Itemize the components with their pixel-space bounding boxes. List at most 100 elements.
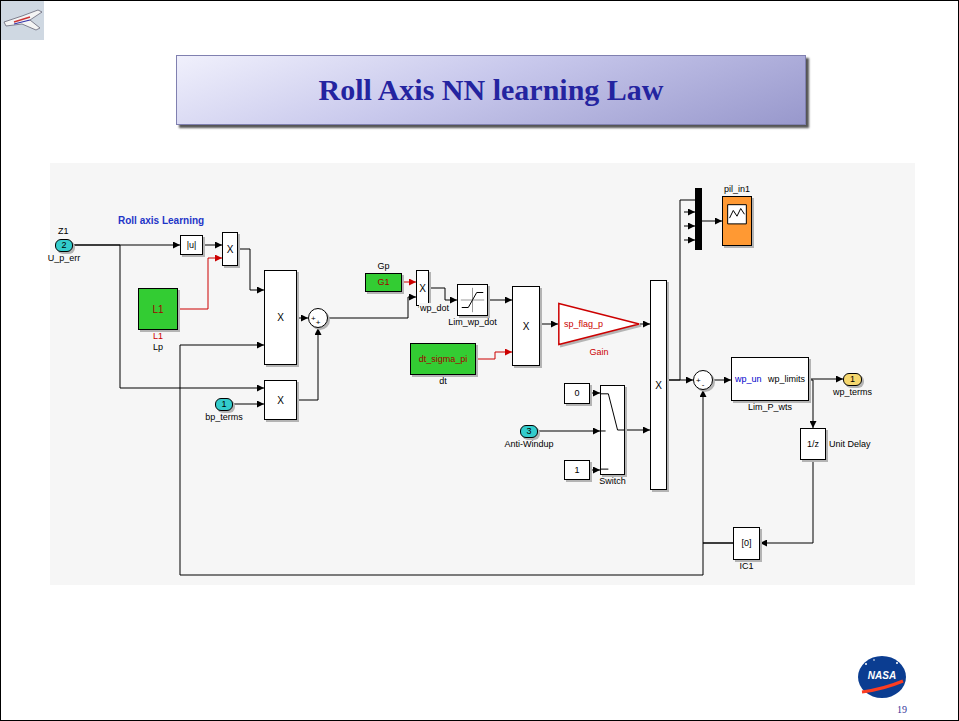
signal-line xyxy=(328,297,416,318)
mux-block xyxy=(684,188,702,250)
scope-icon xyxy=(723,197,751,245)
text-holder: 1/z xyxy=(801,429,825,459)
signal-line xyxy=(809,379,843,380)
jet-stripe xyxy=(14,17,30,22)
switch-block: Switch xyxy=(600,385,625,475)
text-holder: [0] xyxy=(734,528,759,559)
signal-line xyxy=(760,460,813,543)
signal-line xyxy=(73,245,264,388)
block-label: X xyxy=(655,380,662,391)
block-name: Gain xyxy=(589,347,608,358)
signal-line xyxy=(203,245,222,246)
text-holder: X xyxy=(223,233,237,265)
signal-line xyxy=(429,288,457,300)
switch-lever xyxy=(601,394,624,430)
inport-block: 2U_p_err xyxy=(55,239,73,252)
text-holder: 3 xyxy=(521,426,537,437)
thumbnail-sky xyxy=(1,1,44,40)
block-label: X xyxy=(419,283,426,294)
block-label: X xyxy=(227,244,234,255)
unit-delay-block: 1/zUnit Delay xyxy=(800,428,826,460)
scope-block: pil_in1 xyxy=(722,196,752,246)
text-holder: Gain xyxy=(589,347,608,358)
block-label: 0 xyxy=(574,388,579,399)
block-name: L1 xyxy=(153,331,163,342)
text-holder: IC1 xyxy=(739,561,753,572)
text-holder: X xyxy=(513,287,539,365)
inport-block: 1bp_terms xyxy=(215,398,233,411)
text-holder: bp_terms xyxy=(205,412,243,423)
scope-screen xyxy=(728,205,747,224)
signal-line xyxy=(590,470,600,471)
text-holder: |u| xyxy=(181,236,202,254)
text-holder: - xyxy=(702,380,705,389)
text-holder: X xyxy=(651,281,666,489)
signal-line xyxy=(667,380,693,381)
annotation-text: Roll axis Learning xyxy=(118,215,204,227)
text-holder: Gp xyxy=(377,261,389,272)
signal-line xyxy=(238,249,264,290)
title-banner: Roll Axis NN learning Law xyxy=(176,55,806,125)
text-holder: 1 xyxy=(216,399,232,410)
signal-line xyxy=(178,258,222,309)
jet-thumbnail xyxy=(1,1,44,40)
sat-icon xyxy=(458,285,487,315)
signal-line xyxy=(625,430,650,431)
signal-line xyxy=(713,380,731,381)
block-name: bp_terms xyxy=(205,412,243,423)
block-name: U_p_err xyxy=(48,253,81,264)
text-holder: X xyxy=(265,381,296,419)
signal-line xyxy=(538,431,600,432)
text-holder: Unit Delay xyxy=(829,439,871,450)
block-name: pil_in1 xyxy=(724,184,750,195)
block-name: Unit Delay xyxy=(829,439,871,450)
text-holder: X xyxy=(265,271,296,364)
gain-triangle xyxy=(559,303,639,344)
block-label: 1 xyxy=(574,465,579,476)
text-holder: wp_un wp_limits xyxy=(732,358,808,400)
signal-line xyxy=(488,300,512,301)
block-label: G1 xyxy=(377,277,389,288)
switch-control xyxy=(601,430,606,431)
signal-line xyxy=(297,318,308,319)
connector-group xyxy=(73,200,843,575)
block-label: 3 xyxy=(526,426,531,437)
block-label: wp_limits xyxy=(768,374,805,385)
text-holder: Anti-Windup xyxy=(504,439,553,450)
nasa-logo xyxy=(858,656,906,698)
mux-input xyxy=(684,240,695,241)
signal-line xyxy=(402,282,416,283)
text-holder: 1 xyxy=(565,461,589,479)
signal-line xyxy=(640,324,650,325)
text-holder: dt xyxy=(439,376,447,387)
text-holder: L1 xyxy=(139,289,177,329)
block-label: X xyxy=(277,395,284,406)
block-label: sp_flag_p xyxy=(564,319,603,330)
text-holder: dt_sigma_pi xyxy=(411,344,475,374)
text-holder: X xyxy=(417,271,428,305)
jet-stripe xyxy=(14,20,30,24)
logo-vector xyxy=(862,681,903,692)
block-label: X xyxy=(523,321,530,332)
block-label: 1 xyxy=(221,399,226,410)
constant-block: 0 xyxy=(564,383,590,404)
text-holder: wp_terms xyxy=(833,387,872,398)
signal-line xyxy=(809,380,813,428)
block-label: |u| xyxy=(187,240,197,251)
signal-line xyxy=(667,200,722,380)
block-name: Lim_wp_dot xyxy=(448,317,497,328)
signal-line xyxy=(590,393,600,394)
logo-star xyxy=(873,659,875,661)
constant-block: 1 xyxy=(564,460,590,480)
outport-block: 1wp_terms xyxy=(843,373,862,386)
block-label: wp_un xyxy=(735,374,762,385)
product-block: X xyxy=(650,280,667,490)
mux-input xyxy=(684,212,695,213)
mux-input xyxy=(684,226,695,227)
block-label: [0] xyxy=(741,538,751,549)
logo-star xyxy=(896,662,898,664)
saturation-dynamic-block: wp_unwp_limitsLim_P_wts xyxy=(731,357,809,401)
slide-title: Roll Axis NN learning Law xyxy=(318,73,663,107)
page-number: 19 xyxy=(897,704,907,716)
